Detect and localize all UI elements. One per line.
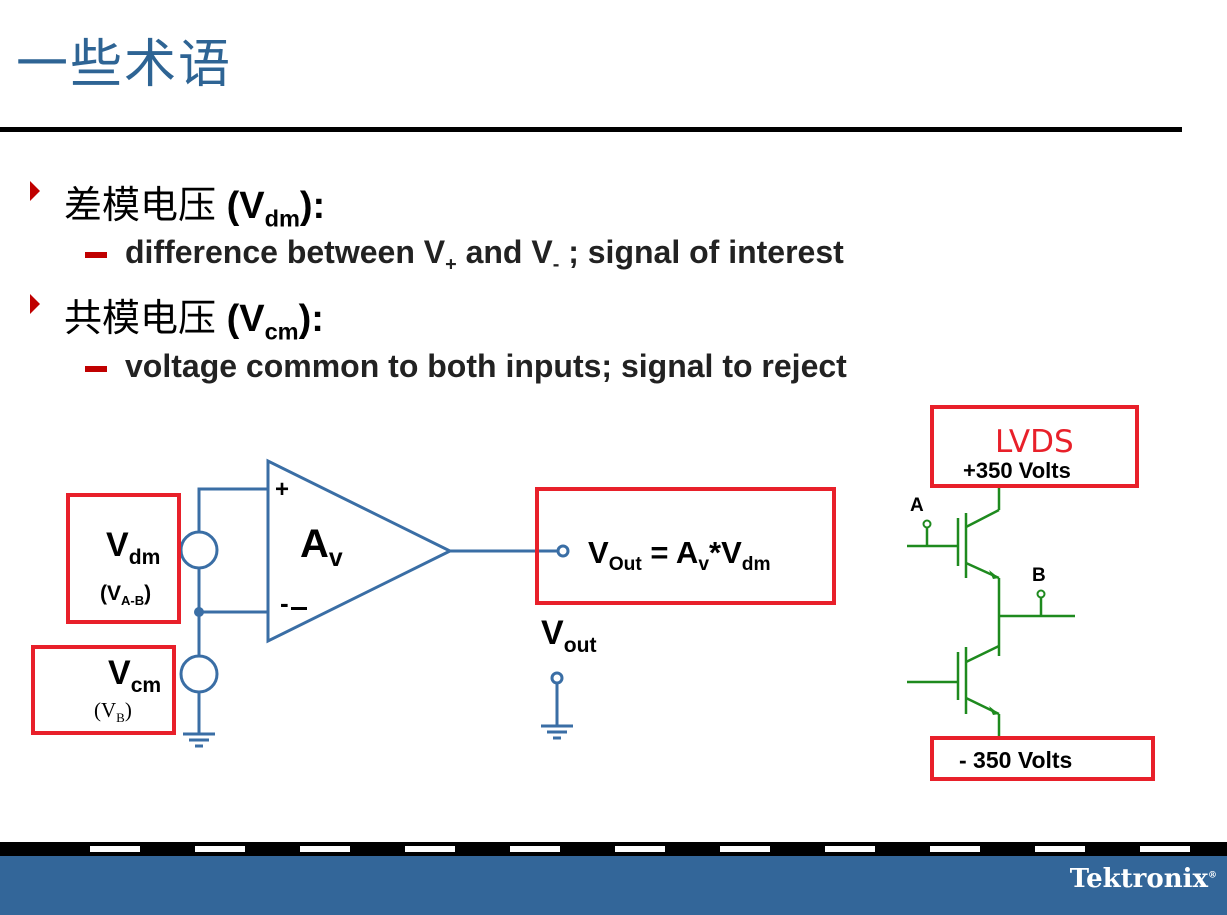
vcm-note-main: (V [94, 698, 117, 722]
vcm-main: V [108, 654, 131, 692]
gain-sub: v [328, 545, 343, 572]
ground-icon [183, 732, 215, 748]
vcm-note-sub: B [116, 710, 125, 726]
vdm-note-end: ) [144, 582, 152, 605]
sub-bullet-dash [85, 366, 107, 372]
formula-asub: v [698, 554, 710, 576]
bullet-arrow-icon [30, 294, 40, 314]
amp-minus-sign: - [280, 588, 307, 619]
output-formula: VOut = Av*Vdm [588, 535, 771, 576]
vcm-label: Vcm [108, 654, 161, 698]
node-a-terminal-icon [922, 519, 932, 529]
title-divider [0, 127, 1182, 132]
lvds-title: LVDS [995, 424, 1074, 460]
symbol-suffix: ): [299, 185, 326, 227]
vout-main: V [541, 614, 564, 652]
amp-plus-sign: + [275, 476, 290, 503]
vout-terminal-icon [550, 671, 564, 685]
footer-checker-strip [0, 842, 1227, 856]
sub-bullet-common-mode: voltage common to both inputs; signal to… [125, 348, 847, 385]
sub-bullet-dash [85, 252, 107, 258]
slide-title: 一些术语 [16, 35, 233, 95]
tektronix-logo: Tektronix® [1070, 864, 1217, 894]
formula-vsub: Out [608, 554, 642, 576]
gain-main: A [300, 522, 329, 566]
lvds-bottom-supply: - 350 Volts [959, 747, 1073, 773]
transistor-drain [965, 644, 1000, 664]
output-terminal-icon [556, 544, 570, 558]
vdm-highlight-box [66, 493, 181, 624]
bullet-label: 差模电压 [64, 183, 217, 227]
detail-text: and V [456, 234, 553, 270]
brand-reg: ® [1208, 870, 1217, 881]
detail-sub: - [552, 253, 560, 276]
lvds-bottom-box [930, 736, 1155, 781]
amp-gain-label: Av [300, 522, 343, 573]
minus-input-wire [197, 568, 268, 614]
formula-eq: = A [641, 535, 699, 570]
transistor-drain [965, 508, 1000, 529]
symbol-suffix: ): [298, 298, 324, 340]
formula-highlight-box [535, 487, 836, 605]
vdm-note: (VA-B) [100, 582, 151, 608]
junction-dot-icon [194, 607, 204, 617]
amp-minus-text: - [280, 588, 289, 618]
sub-bullet-differential: difference between V+ and V- ; signal of… [125, 234, 844, 276]
symbol-sub: cm [264, 318, 299, 345]
bullet-arrow-icon [30, 181, 40, 201]
vcm-highlight-box [31, 645, 176, 735]
ground-icon [541, 724, 573, 740]
symbol-prefix: (V [226, 298, 265, 340]
symbol-sub: dm [264, 205, 300, 232]
detail-text: voltage common to both inputs; signal to… [125, 348, 847, 384]
bullet-differential-voltage: 差模电压 (Vdm): [64, 174, 325, 233]
lvds-top-box [930, 405, 1139, 488]
vout-sub: out [563, 633, 597, 657]
lvds-top-supply: +350 Volts [963, 458, 1071, 483]
detail-text: difference between V [125, 234, 446, 270]
lvds-node-b: B [1032, 565, 1046, 586]
formula-v: V [588, 535, 609, 570]
lvds-node-a: A [910, 495, 924, 516]
vout-label: Vout [541, 614, 596, 658]
vdm-note-main: (V [100, 582, 121, 605]
arrow-icon [989, 570, 999, 579]
vcm-note: (VB) [94, 698, 132, 726]
arrow-icon [989, 706, 999, 715]
vdm-source-icon [179, 530, 219, 570]
vdm-note-sub: A-B [121, 593, 145, 609]
footer-bar [0, 856, 1227, 915]
formula-mul: *V [709, 535, 742, 570]
vdm-sub: dm [128, 545, 161, 569]
bullet-common-mode-voltage: 共模电压 (Vcm): [64, 287, 324, 346]
brand-text: Tektronix [1069, 864, 1208, 894]
plus-input-wire [197, 487, 268, 532]
op-amp-triangle [266, 458, 454, 644]
vcm-sub: cm [130, 673, 162, 697]
vdm-label: Vdm [106, 526, 160, 570]
vcm-note-end: ) [124, 698, 132, 722]
formula-dmsub: dm [741, 554, 771, 576]
vdm-main: V [106, 526, 129, 564]
bullet-label: 共模电压 [64, 296, 217, 340]
symbol-prefix: (V [226, 185, 265, 227]
node-b-terminal-icon [1036, 589, 1046, 599]
detail-text: ; signal of interest [559, 234, 844, 270]
detail-sub: + [445, 253, 457, 276]
vcm-source-icon [179, 654, 219, 694]
